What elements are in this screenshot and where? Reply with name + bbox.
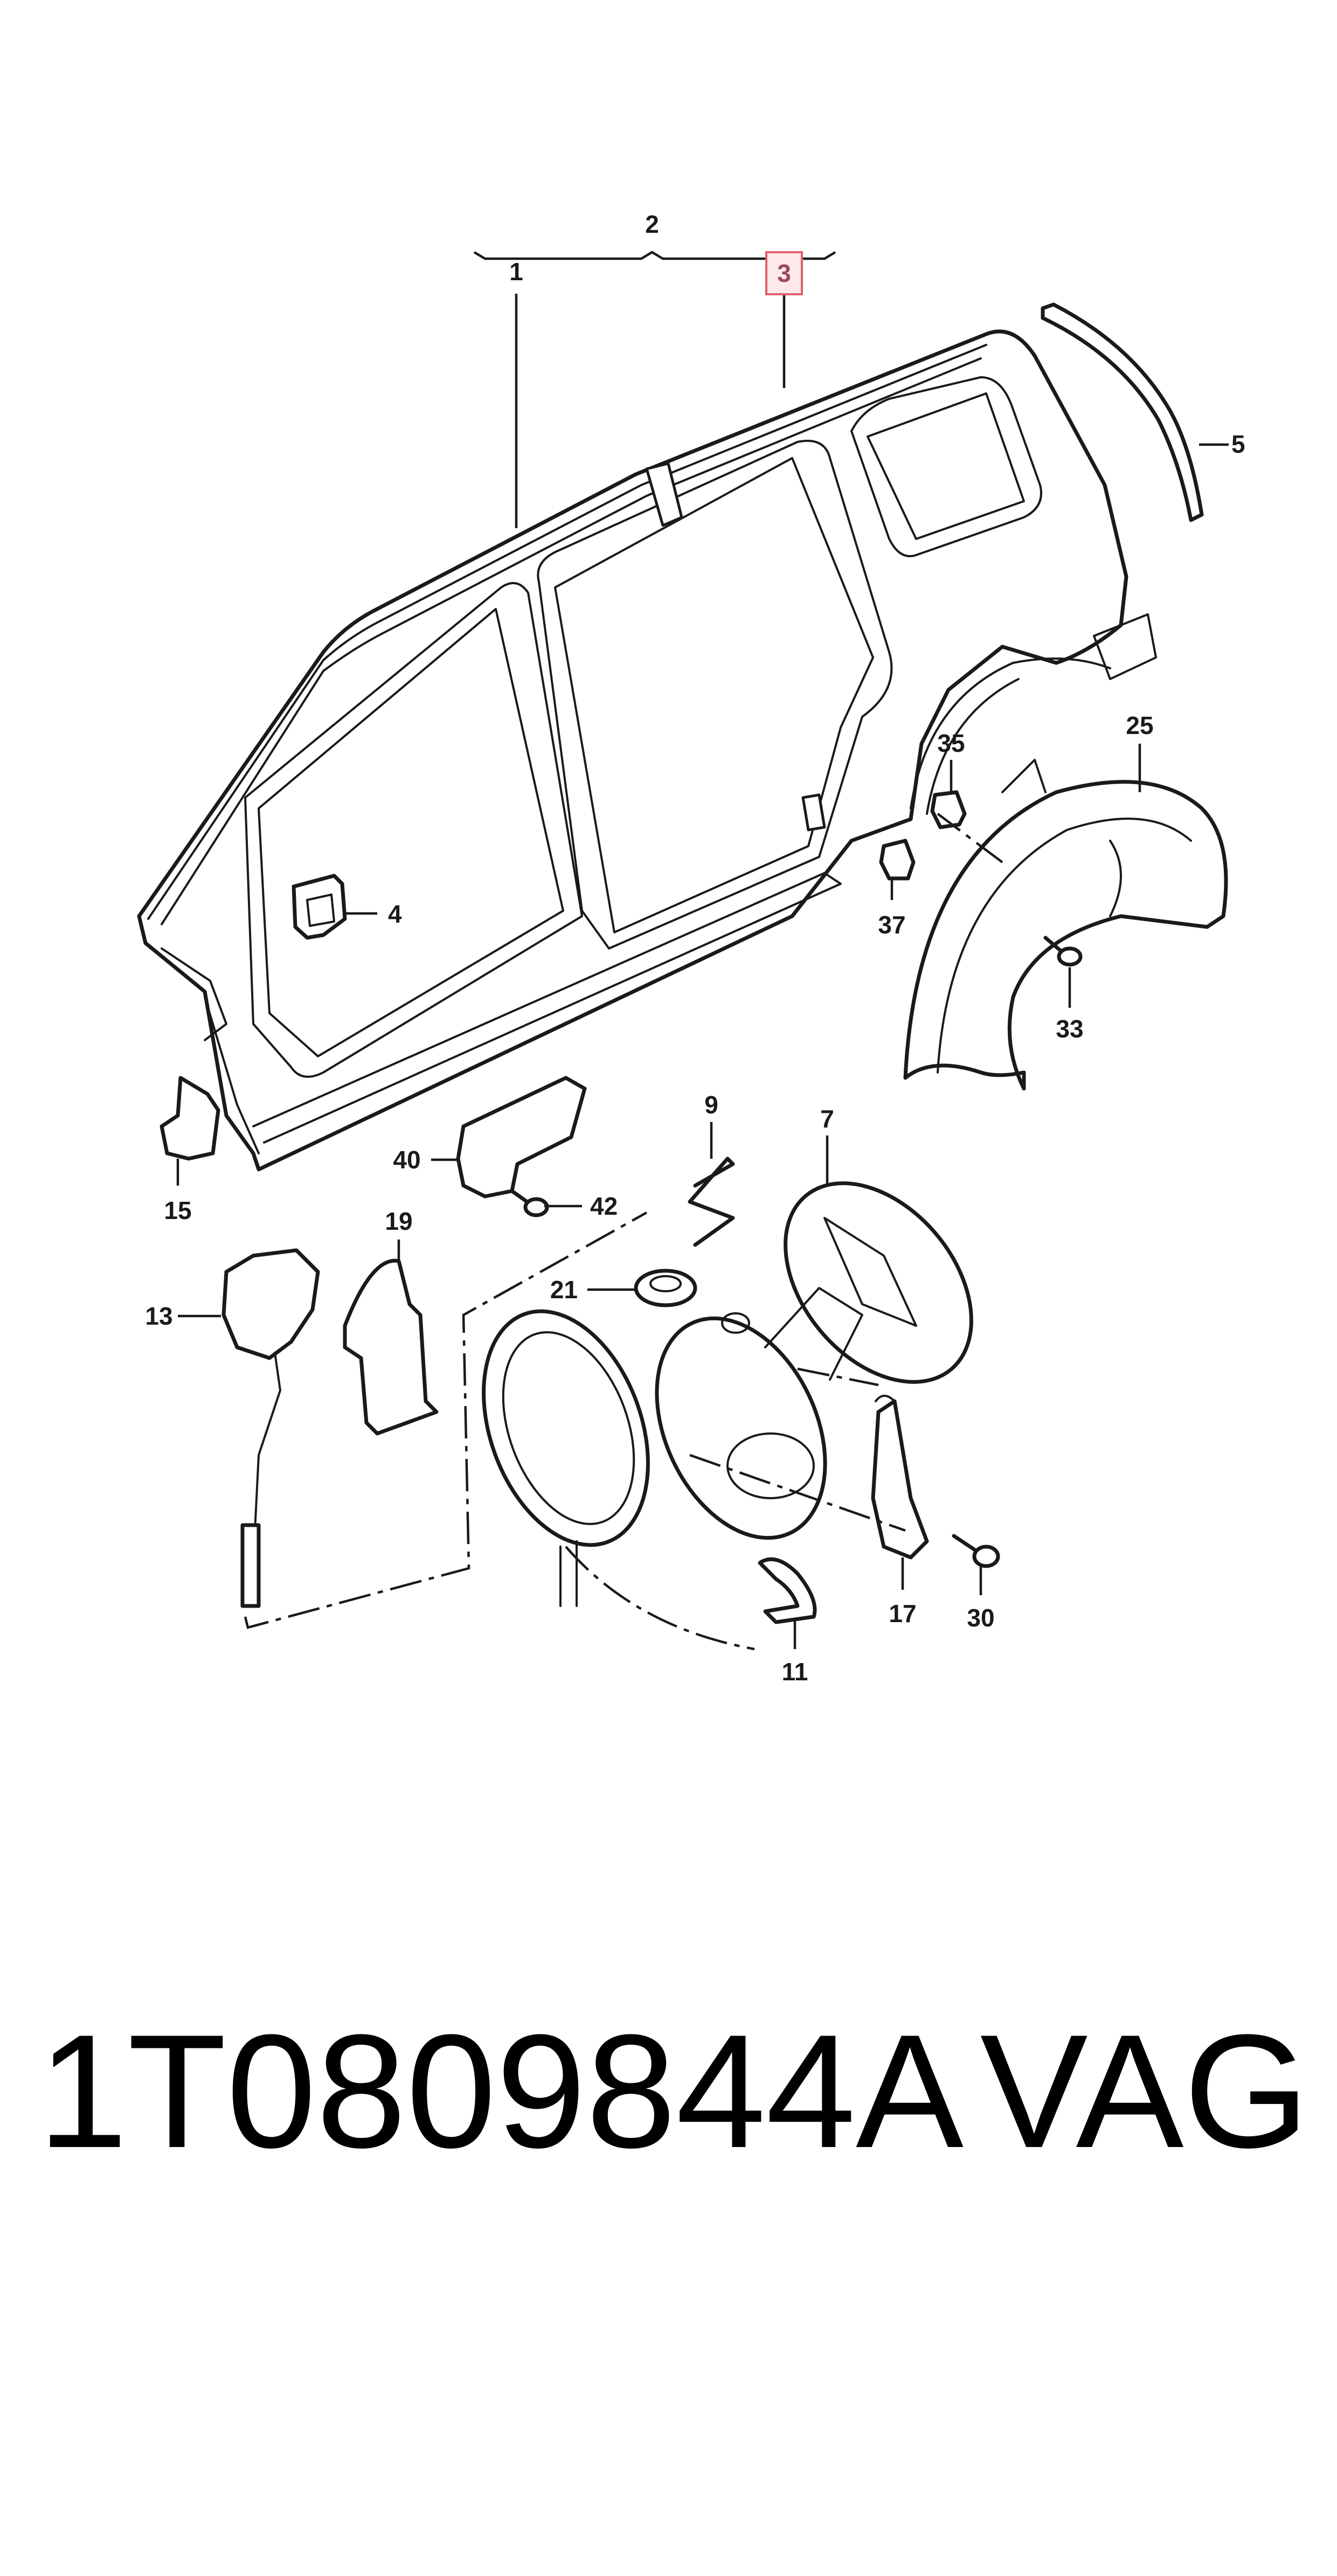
bracket-17-drawing — [871, 1395, 929, 1560]
fuel-filler-housing-drawing — [655, 1287, 863, 1540]
callout-4: 4 — [388, 900, 402, 928]
callout-11: 11 — [782, 1658, 808, 1686]
callout-42: 42 — [590, 1192, 618, 1220]
callout-19: 19 — [385, 1207, 412, 1235]
callout-37: 37 — [878, 911, 905, 939]
actuator-13-drawing — [221, 1248, 320, 1608]
callout-40: 40 — [393, 1146, 420, 1174]
screw-30-drawing — [952, 1534, 1000, 1568]
screw-33-drawing — [1043, 936, 1083, 967]
callout-2: 2 — [645, 210, 659, 238]
bracket-19-drawing — [343, 1258, 439, 1436]
callout-9: 9 — [704, 1091, 718, 1119]
callout-25: 25 — [1126, 711, 1153, 739]
screw-42-drawing — [510, 1189, 549, 1217]
callout-21: 21 — [550, 1276, 578, 1304]
callout-labels: 2 1 3 5 4 15 35 25 37 33 40 42 9 7 19 13… — [145, 210, 1245, 1686]
bracket-15-drawing — [160, 1076, 220, 1161]
assembly-lines — [244, 813, 1003, 1651]
leader-lines — [176, 251, 1229, 1649]
callout-30: 30 — [967, 1604, 994, 1632]
callout-5: 5 — [1231, 430, 1245, 458]
spring-9-drawing — [688, 1157, 735, 1247]
callout-17: 17 — [889, 1599, 916, 1628]
part-number: 1T0809844A — [38, 2000, 964, 2182]
roof-trim-strip — [1041, 302, 1204, 522]
wheel-housing-liner-drawing — [903, 759, 1228, 1091]
side-panel-drawing — [137, 329, 1157, 1172]
exploded-parts-diagram: 2 1 3 5 4 15 35 25 37 33 40 42 9 7 19 13… — [137, 210, 1245, 1686]
grommet-21-drawing — [634, 1269, 697, 1307]
bracket-4-drawing — [292, 874, 347, 940]
callout-7: 7 — [820, 1105, 834, 1133]
callout-33: 33 — [1056, 1015, 1083, 1043]
bracket-40-drawing — [456, 1076, 587, 1199]
cover-ring-drawing — [482, 1309, 650, 1607]
callout-1: 1 — [509, 258, 523, 286]
brand-label: VAG — [980, 2000, 1310, 2182]
clip-35-drawing — [930, 790, 967, 829]
callout-13: 13 — [145, 1302, 172, 1330]
callout-3-highlight — [765, 251, 803, 295]
part-caption: 1T0809844A VAG — [38, 1994, 1310, 2188]
clip-37-drawing — [879, 839, 916, 881]
callout-15: 15 — [164, 1196, 191, 1224]
callout-3[interactable]: 3 — [777, 259, 791, 287]
hose-11-drawing — [758, 1557, 817, 1624]
fuel-flap-drawing — [784, 1181, 973, 1384]
callout-35: 35 — [937, 729, 965, 757]
